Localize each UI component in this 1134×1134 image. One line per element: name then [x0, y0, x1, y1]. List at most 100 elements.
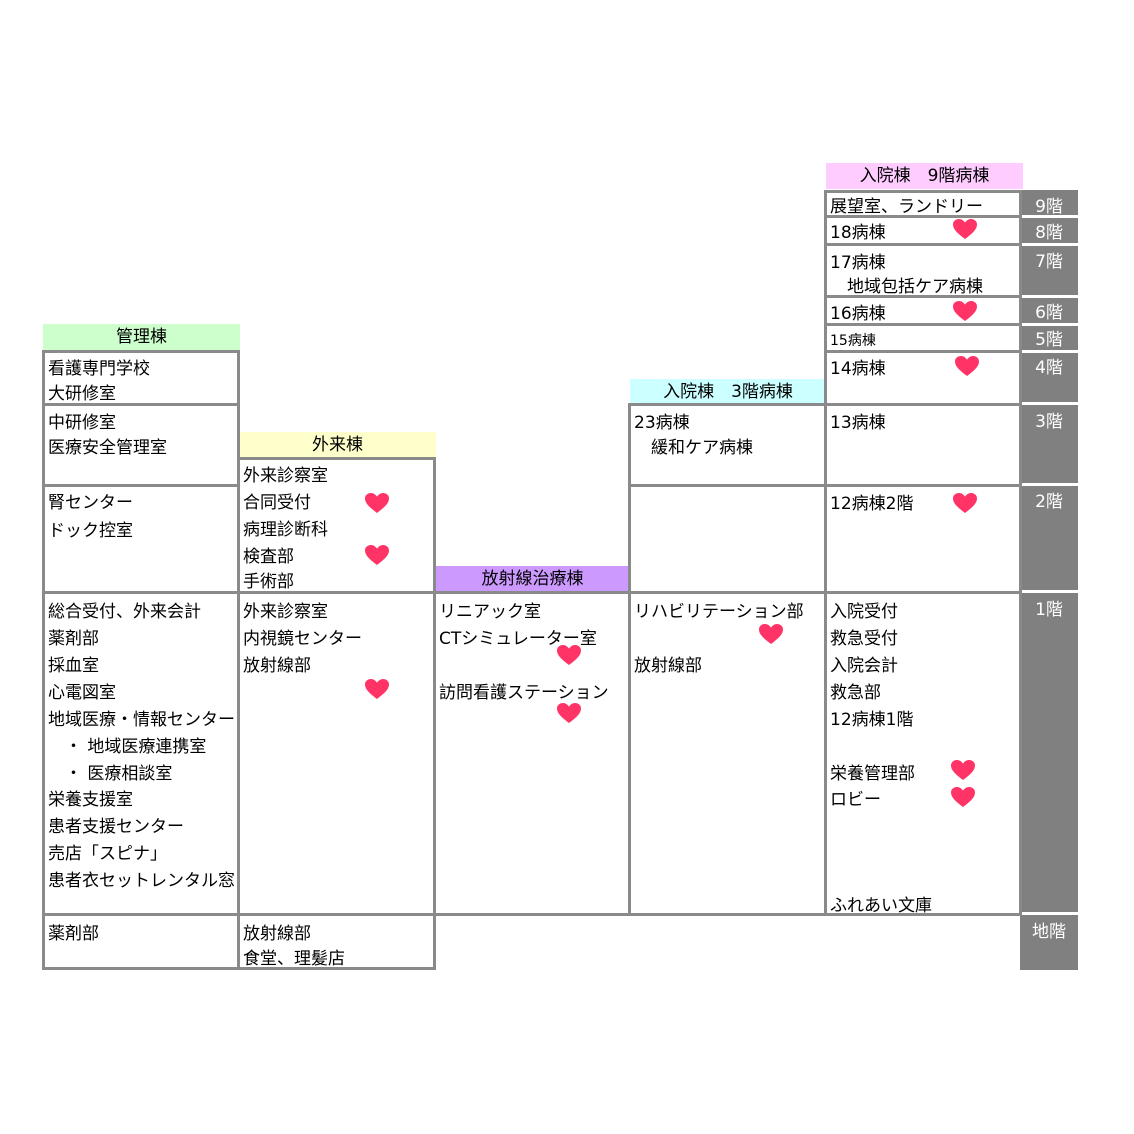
- heart-icon: [758, 623, 784, 645]
- cell-gairai-1f: 外来診察室 内視鏡センター 放射線部: [237, 591, 436, 916]
- room-label: 患者衣セットレンタル窓口: [48, 871, 252, 891]
- building-header-kanri: 管理棟: [43, 324, 240, 350]
- cell-nyuin3-3f: 23病棟 緩和ケア病棟: [628, 403, 827, 487]
- floor-label-9f: 9階: [1035, 197, 1063, 217]
- cell-gairai-b1: 放射線部 食堂、理髪店: [237, 913, 436, 970]
- cell-hoshasen-1f: リニアック室 CTシミュレーター室 訪問看護ステーション: [433, 591, 631, 916]
- room-label: 外来診察室: [243, 466, 328, 486]
- room-label: 病理診断科: [243, 520, 328, 540]
- cell-kanri-1f: 総合受付、外来会計 薬剤部 採血室 心電図室 地域医療・情報センター ・ 地域医…: [42, 591, 252, 916]
- cell-nyuin9-4f: 14病棟: [824, 350, 1022, 406]
- room-label: 合同受付: [243, 493, 311, 513]
- cell-kanri-3f: 中研修室 医療安全管理室: [42, 403, 240, 487]
- room-label: 18病棟: [830, 223, 886, 243]
- room-label: 17病棟: [830, 253, 886, 273]
- room-label: 外来診察室: [243, 602, 328, 622]
- room-label: 患者支援センター: [48, 817, 184, 837]
- cell-nyuin3-2f: [628, 484, 827, 594]
- floor-label-1f: 1階: [1035, 600, 1063, 620]
- heart-icon: [950, 759, 976, 781]
- cell-gairai-2f: 外来診察室 合同受付 病理診断科 検査部 手術部: [237, 457, 436, 594]
- room-label: 15病棟: [830, 333, 876, 349]
- building-header-gairai: 外来棟: [239, 432, 436, 458]
- room-label: 12病棟2階: [830, 494, 914, 514]
- room-label: 救急受付: [830, 629, 898, 649]
- room-label: 12病棟1階: [830, 710, 914, 730]
- room-label: 栄養支援室: [48, 790, 133, 810]
- room-label: 16病棟: [830, 304, 886, 324]
- room-label: 13病棟: [830, 413, 886, 433]
- cell-nyuin9-9f: 展望室、ランドリー: [824, 190, 1022, 218]
- heart-icon: [364, 492, 390, 514]
- heart-icon: [364, 544, 390, 566]
- room-label: 地域医療・情報センター: [48, 710, 235, 730]
- room-label: 栄養管理部: [830, 764, 915, 784]
- room-label: 採血室: [48, 656, 99, 676]
- floor-label-4f: 4階: [1035, 358, 1063, 378]
- cell-kanri-4f: 看護専門学校 大研修室: [42, 350, 240, 406]
- cell-nyuin9-6f: 16病棟: [824, 295, 1022, 326]
- room-label: 看護専門学校: [48, 359, 150, 379]
- heart-icon: [954, 355, 980, 377]
- room-label: 23病棟: [634, 413, 690, 433]
- cell-nyuin3-1f: リハビリテーション部 放射線部: [628, 591, 827, 916]
- cell-nyuin9-5f: 15病棟: [824, 323, 1022, 353]
- room-label: ・ 医療相談室: [48, 764, 173, 784]
- room-label: 緩和ケア病棟: [634, 438, 753, 458]
- room-label: 薬剤部: [48, 924, 99, 944]
- room-label: 訪問看護ステーション: [439, 683, 609, 703]
- floor-label-8f: 8階: [1035, 223, 1063, 243]
- building-header-nyuin3: 入院棟 3階病棟: [630, 379, 826, 405]
- room-label: リニアック室: [439, 602, 541, 622]
- room-label: 手術部: [243, 572, 294, 592]
- floor-label-b1: 地階: [1032, 922, 1066, 942]
- floor-separator: [1020, 350, 1078, 353]
- room-label: 総合受付、外来会計: [48, 602, 201, 622]
- room-label: 入院受付: [830, 602, 898, 622]
- room-label: 食堂、理髪店: [243, 949, 345, 969]
- room-label: ロビー: [830, 790, 881, 810]
- room-label: 売店「スピナ」: [48, 844, 167, 864]
- heart-icon: [364, 678, 390, 700]
- floor-label-6f: 6階: [1035, 303, 1063, 323]
- room-label: 心電図室: [48, 683, 116, 703]
- room-label: ・ 地域医療連携室: [48, 737, 207, 757]
- room-label: 放射線部: [243, 924, 311, 944]
- room-label: 検査部: [243, 547, 294, 567]
- building-header-hoshasen: 放射線治療棟: [435, 566, 630, 592]
- room-label: 展望室、ランドリー: [830, 197, 983, 217]
- cell-kanri-2f: 腎センター ドック控室: [42, 484, 240, 594]
- floor-separator: [1020, 323, 1078, 326]
- room-label: 放射線部: [634, 656, 702, 676]
- floor-label-2f: 2階: [1035, 492, 1063, 512]
- room-label: 中研修室: [48, 413, 116, 433]
- floor-separator: [1020, 243, 1078, 246]
- heart-icon: [950, 786, 976, 808]
- floor-label-5f: 5階: [1035, 330, 1063, 350]
- room-label: 内視鏡センター: [243, 629, 362, 649]
- heart-icon: [556, 702, 582, 724]
- heart-icon: [952, 492, 978, 514]
- room-label: リハビリテーション部: [634, 602, 804, 622]
- floor-separator: [1020, 912, 1078, 915]
- cell-nyuin9-7f: 17病棟 地域包括ケア病棟: [824, 243, 1022, 298]
- heart-icon: [952, 300, 978, 322]
- heart-icon: [556, 644, 582, 666]
- cell-nyuin9-2f: 12病棟2階: [824, 484, 1022, 594]
- floor-separator: [1020, 483, 1078, 486]
- room-label: 大研修室: [48, 384, 116, 404]
- floor-label-3f: 3階: [1035, 412, 1063, 432]
- cell-nyuin9-8f: 18病棟: [824, 215, 1022, 246]
- room-label: 入院会計: [830, 656, 898, 676]
- room-label: ふれあい文庫: [830, 896, 932, 916]
- cell-nyuin9-3f: 13病棟: [824, 403, 1022, 487]
- room-label: 薬剤部: [48, 629, 99, 649]
- floor-separator: [1020, 295, 1078, 298]
- floor-separator: [1020, 402, 1078, 405]
- room-label: 14病棟: [830, 359, 886, 379]
- room-label: CTシミュレーター室: [439, 629, 597, 649]
- room-label: 腎センター: [48, 493, 133, 513]
- cell-kanri-b1: 薬剤部: [42, 913, 240, 970]
- heart-icon: [952, 218, 978, 240]
- room-label: 医療安全管理室: [48, 438, 167, 458]
